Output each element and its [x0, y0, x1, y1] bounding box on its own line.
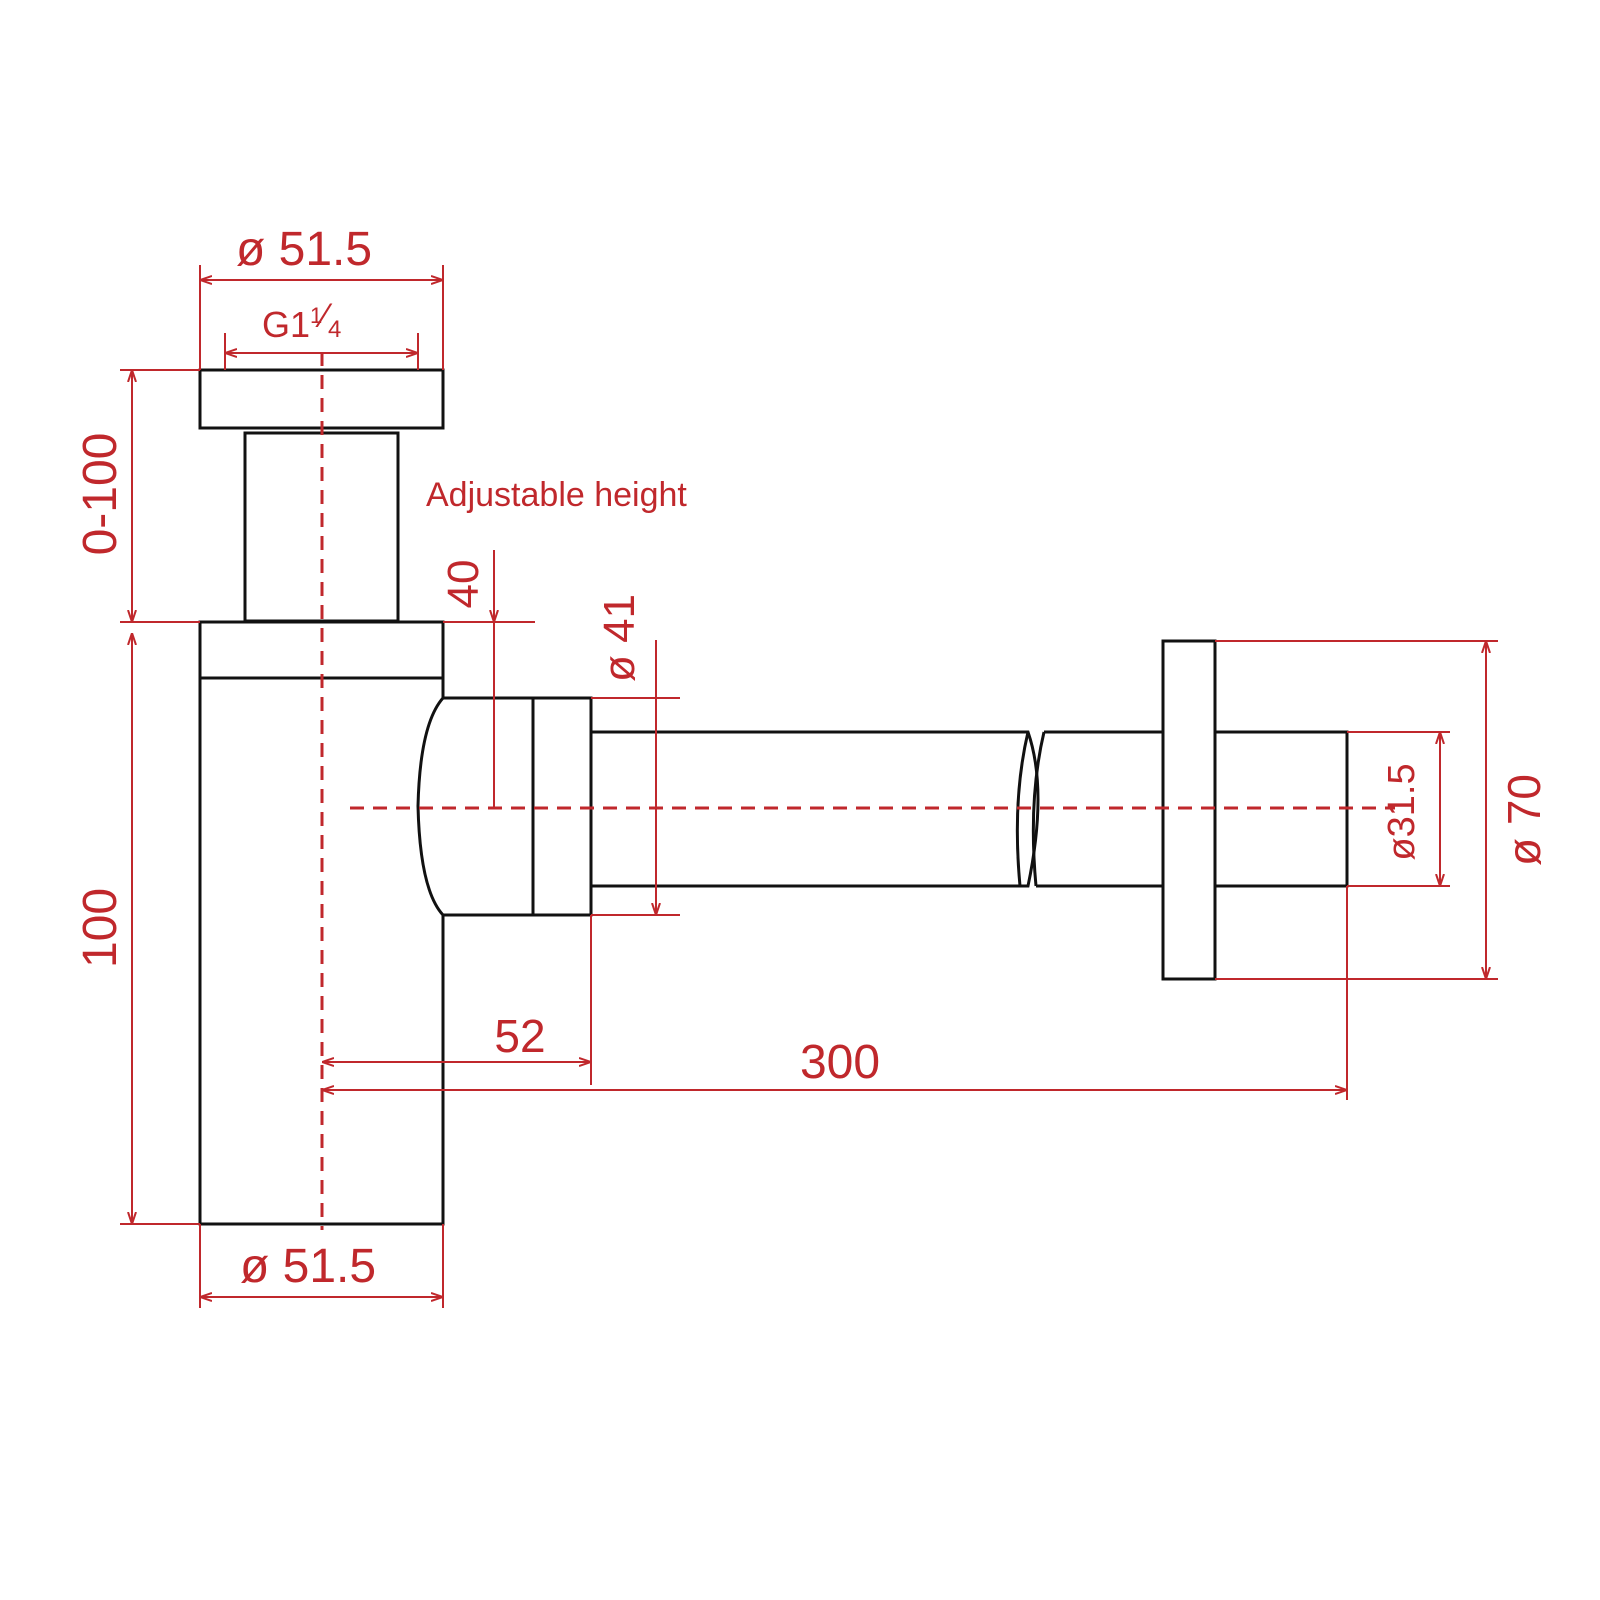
pipe-break-line-a — [1015, 731, 1030, 887]
adjustable-height-note: Adjustable height — [426, 476, 687, 514]
outlet-projection-label: 52 — [494, 1010, 545, 1062]
adjustable-height-range-label: 0-100 — [74, 433, 127, 556]
dimension-lines — [120, 265, 1498, 1308]
body-diameter-label: ø 51.5 — [240, 1240, 376, 1293]
outlet-pipe-left — [591, 730, 1040, 888]
outlet-offset-label: 40 — [439, 560, 488, 609]
thread-fraction-numerator: 1 — [310, 303, 322, 328]
cap-diameter-label: ø 51.5 — [236, 223, 372, 276]
trap-body — [198, 368, 1349, 1226]
outlet-pipe-right — [1036, 730, 1163, 888]
pipe-break-line-b — [1031, 731, 1046, 887]
thread-label-main: G1 — [262, 304, 310, 345]
thread-fraction-denominator: 4 — [328, 316, 341, 343]
body-height-label: 100 — [74, 888, 127, 968]
wall-flange — [1161, 639, 1217, 981]
dimension-labels: ø 51.5 G11⁄4 0-100 Adjustable height 100… — [74, 223, 1550, 1293]
pipe-diameter-label: ø31.5 — [1381, 763, 1423, 860]
center-lines — [320, 352, 1395, 1230]
pipe-length-label: 300 — [800, 1036, 880, 1089]
thread-label: G11⁄4 — [262, 297, 341, 345]
flange-diameter-label: ø 70 — [1498, 774, 1550, 866]
outlet-nut-diameter-label: ø 41 — [595, 594, 644, 682]
